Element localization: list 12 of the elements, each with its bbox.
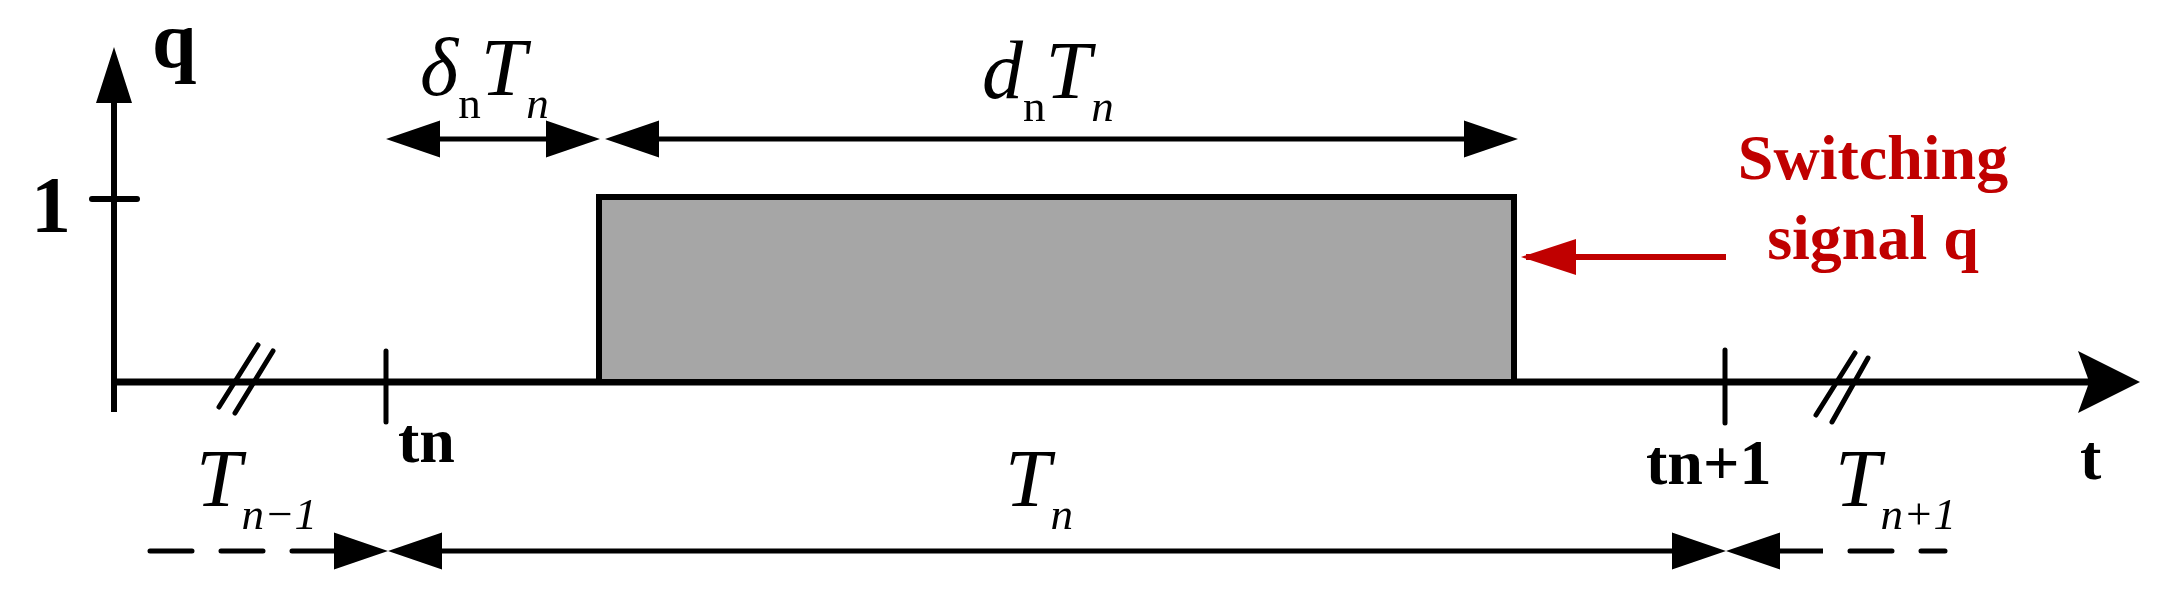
- callout-arrow: [1521, 239, 1726, 275]
- pulse-rectangle: [596, 194, 1517, 379]
- dimension-label: T$_{n−1}$: [196, 438, 318, 530]
- tick-label: tn+1: [1646, 431, 1772, 495]
- dimension-label: T$_{n+1}$: [1835, 438, 1957, 530]
- signal-label: Switching signal q: [1726, 118, 2020, 278]
- dimension-label: d$_{n}$T$_{n}$: [982, 30, 1114, 122]
- tick-label: tn: [398, 409, 455, 473]
- dimension-label: T$_{n}$: [1005, 438, 1074, 530]
- axis-label: t: [2080, 426, 2102, 490]
- tick-label: 1: [31, 165, 71, 245]
- dimension-label: δ$_{n}$T$_{n}$: [420, 27, 549, 119]
